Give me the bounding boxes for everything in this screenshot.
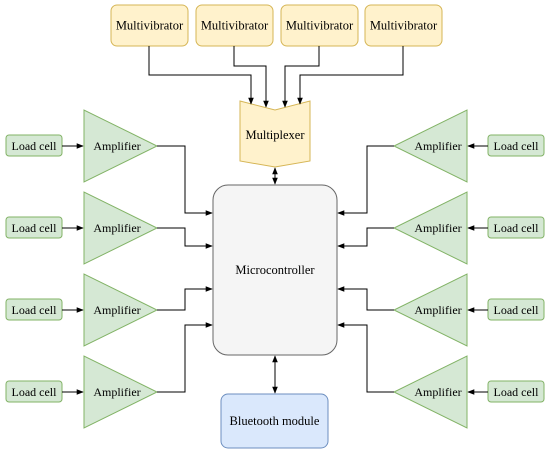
load-cell-label: Load cell — [494, 303, 540, 317]
connector — [337, 145, 394, 216]
connector — [337, 322, 394, 393]
amplifier-label: Amplifier — [414, 221, 461, 235]
load-cell-label: Load cell — [494, 139, 540, 153]
amplifier-label: Amplifier — [93, 221, 140, 235]
bluetooth-module: Bluetooth module — [220, 393, 329, 449]
right-channel-2: Load cell Amplifier — [392, 191, 545, 265]
connector — [297, 46, 404, 105]
left-channel-4: Load cell Amplifier — [5, 355, 159, 429]
load-cell-label: Load cell — [12, 303, 58, 317]
multiplexer: Multiplexer — [239, 100, 311, 168]
amplifier-triangle — [83, 109, 159, 183]
amplifier-triangle — [83, 355, 159, 429]
load-cell-label: Load cell — [494, 221, 540, 235]
connector — [157, 322, 213, 393]
amplifier-triangle — [392, 273, 468, 347]
multivibrator-1: Multivibrator — [110, 4, 189, 47]
multivibrator-label: Multivibrator — [370, 19, 438, 33]
amplifier-triangle — [392, 109, 468, 183]
multivibrator-label: Multivibrator — [286, 19, 354, 33]
right-channel-1: Load cell Amplifier — [392, 109, 545, 183]
multivibrator-label: Multivibrator — [201, 19, 269, 33]
connector — [157, 286, 213, 311]
microcontroller-box — [212, 184, 338, 356]
bluetooth-label: Bluetooth module — [230, 414, 320, 428]
connector — [233, 46, 269, 108]
left-channel-2: Load cell Amplifier — [5, 191, 159, 265]
connector — [337, 227, 394, 249]
amplifier-label: Amplifier — [93, 139, 140, 153]
multiplexer-shape — [239, 100, 311, 168]
microcontroller: Microcontroller — [212, 184, 338, 356]
multivibrator-4: Multivibrator — [364, 4, 443, 47]
left-channel-3: Load cell Amplifier — [5, 273, 159, 347]
bluetooth-box — [220, 393, 329, 449]
connector — [157, 145, 213, 216]
connector — [148, 46, 254, 105]
load-cell-label: Load cell — [494, 385, 540, 399]
amplifier-triangle — [83, 273, 159, 347]
amplifier-triangle — [83, 191, 159, 265]
connector — [282, 46, 320, 108]
amplifier-label: Amplifier — [93, 385, 140, 399]
right-channel-3: Load cell Amplifier — [392, 273, 545, 347]
amplifier-triangle — [392, 191, 468, 265]
multivibrator-2: Multivibrator — [195, 4, 274, 47]
right-channel-4: Load cell Amplifier — [392, 355, 545, 429]
load-cell-label: Load cell — [12, 221, 58, 235]
multivibrator-3: Multivibrator — [280, 4, 359, 47]
amplifier-triangle — [392, 355, 468, 429]
amplifier-label: Amplifier — [93, 303, 140, 317]
amplifier-label: Amplifier — [414, 303, 461, 317]
connectors — [62, 46, 488, 395]
microcontroller-label: Microcontroller — [235, 263, 315, 277]
load-cell-label: Load cell — [12, 385, 58, 399]
load-cell-label: Load cell — [12, 139, 58, 153]
amplifier-label: Amplifier — [414, 139, 461, 153]
connector — [157, 227, 213, 249]
multivibrator-label: Multivibrator — [116, 19, 184, 33]
amplifier-label: Amplifier — [414, 385, 461, 399]
connector — [337, 286, 394, 311]
multiplexer-label: Multiplexer — [245, 128, 305, 142]
